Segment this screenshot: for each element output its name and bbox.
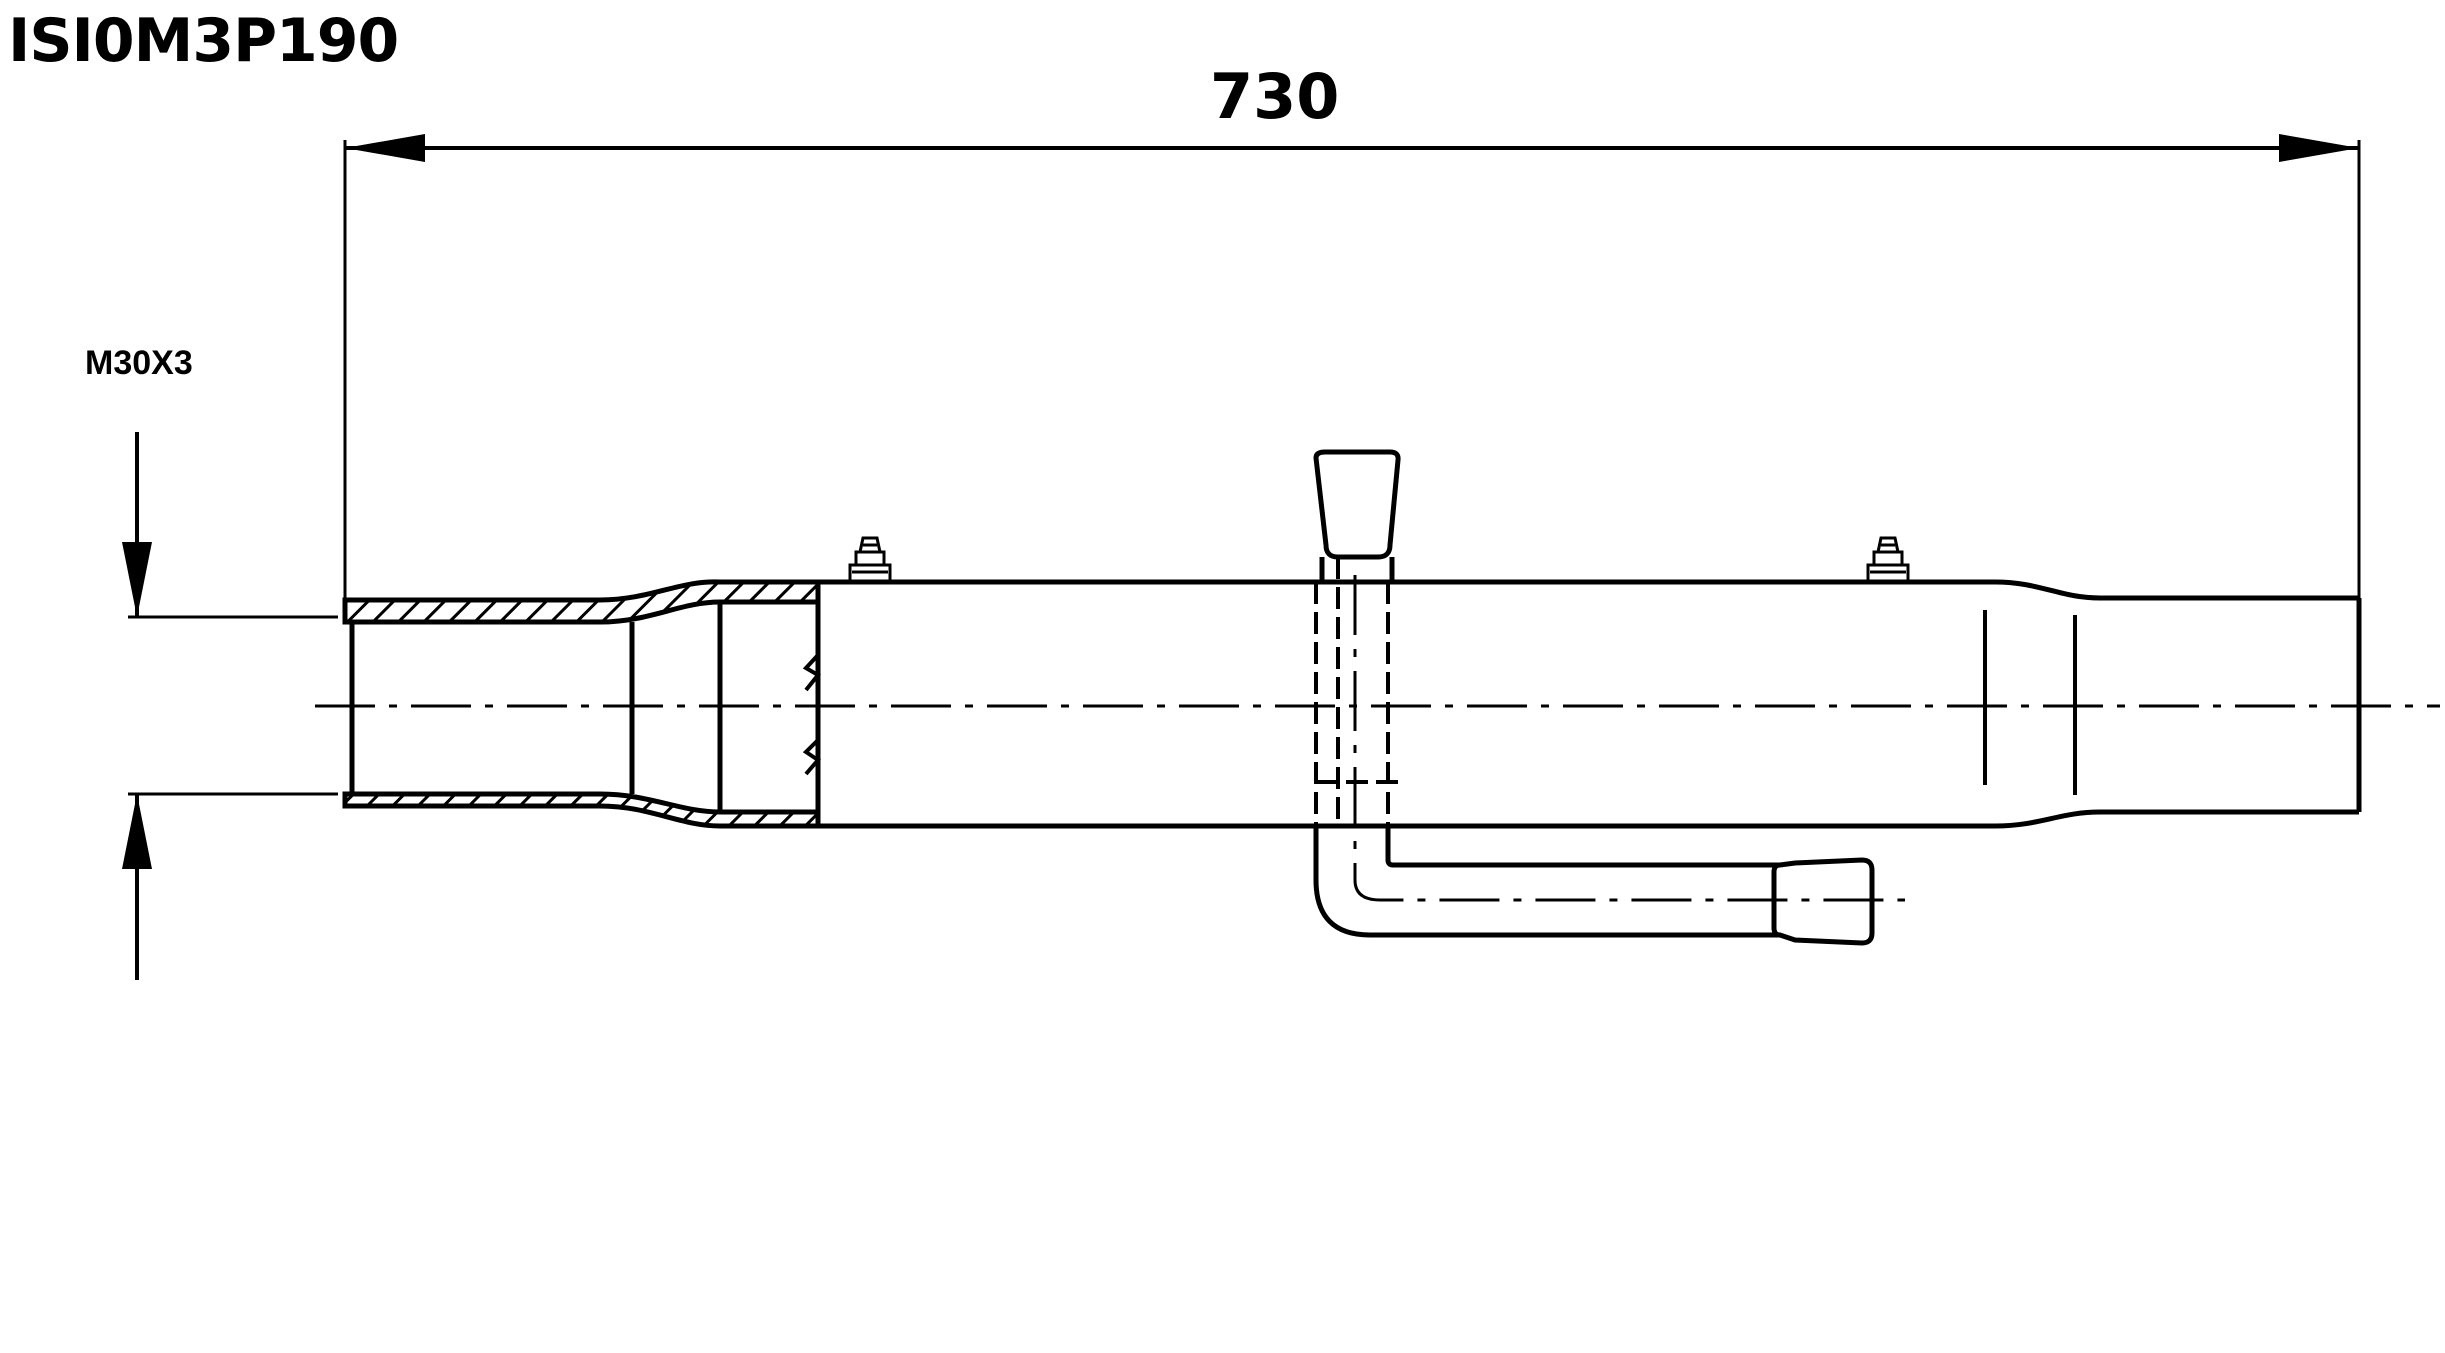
tube-section xyxy=(342,579,822,829)
part-number-title: ISI0M3P190 xyxy=(8,6,399,76)
tube-body xyxy=(818,579,2362,829)
centerlines xyxy=(315,575,2440,902)
overall-length-dimension: 730 xyxy=(1210,60,1340,133)
lever-handle xyxy=(1313,449,1875,946)
thread-spec-label: M30X3 xyxy=(85,344,193,382)
grease-nipple-left xyxy=(848,536,892,580)
grease-nipple-right xyxy=(1866,536,1910,580)
length-dimension-line xyxy=(343,134,2361,600)
thread-diameter-dimension xyxy=(122,432,338,980)
lever-hidden-lines xyxy=(1314,557,1400,826)
